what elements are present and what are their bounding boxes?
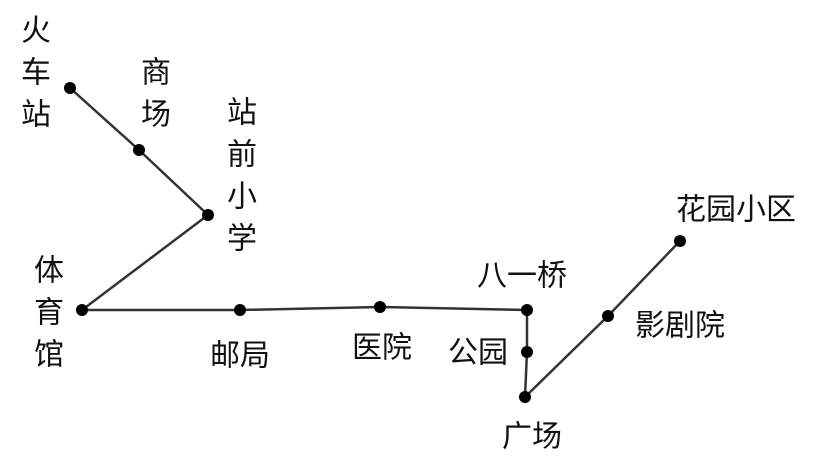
station-dot-youju: [234, 304, 246, 316]
station-label-tiyuguan: 体育馆: [28, 254, 63, 380]
station-dot-tiyuguan: [76, 304, 88, 316]
station-dot-shangchang: [133, 144, 145, 156]
station-dot-gongyuan: [521, 346, 533, 358]
station-label-yiyuan: 医院: [352, 331, 412, 366]
station-dot-huayuanxiaoqu: [674, 235, 686, 247]
station-dot-huochezhan: [64, 82, 76, 94]
station-dot-yiyuan: [374, 301, 386, 313]
station-dot-guangchang: [519, 391, 531, 403]
station-label-gongyuan: 公园: [448, 336, 508, 371]
station-label-shangchang: 商场: [135, 56, 170, 140]
station-dot-bayiqiao: [521, 304, 533, 316]
station-label-guangchang: 广场: [502, 420, 562, 455]
station-label-yingjuyuan: 影剧院: [635, 309, 725, 344]
station-dot-zhanqianxiaoxue: [202, 209, 214, 221]
station-label-huochezhan: 火车站: [15, 14, 50, 140]
station-label-bayiqiao: 八一桥: [477, 259, 567, 294]
station-label-huayuanxiaoqu: 花园小区: [676, 193, 796, 228]
station-dot-yingjuyuan: [602, 310, 614, 322]
station-label-zhanqianxiaoxue: 站前小学: [221, 96, 256, 264]
station-label-youju: 邮局: [210, 339, 270, 374]
